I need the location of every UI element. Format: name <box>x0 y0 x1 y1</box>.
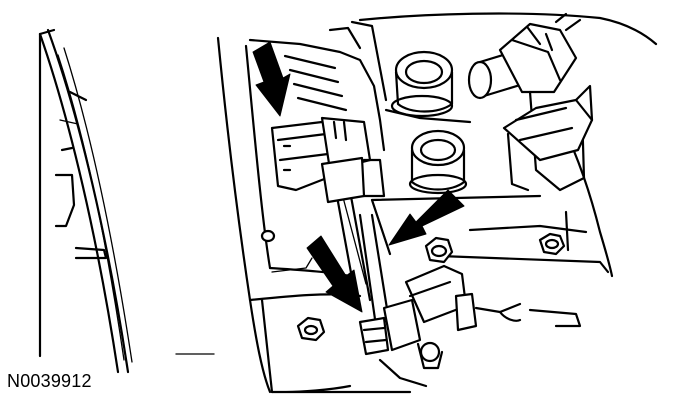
upper-boss-cups <box>390 46 532 195</box>
bolt-center <box>424 236 454 264</box>
bolt-lower-left <box>296 316 326 342</box>
mounting-bolts <box>260 229 566 342</box>
figure-reference-code: N0039912 <box>7 371 92 391</box>
bolt-housing-left <box>260 229 276 243</box>
bolt-right <box>538 232 566 256</box>
callout-arrow-top-connector <box>252 41 291 117</box>
component-housing <box>216 12 658 394</box>
callout-arrow-lower-connector <box>306 235 363 313</box>
hose-clip-assembly <box>498 12 594 192</box>
left-trim-panel <box>38 28 133 374</box>
upper-electrical-connector <box>270 116 386 204</box>
callout-arrow-right-clip <box>388 189 465 246</box>
lower-electrical-connector <box>358 264 522 370</box>
